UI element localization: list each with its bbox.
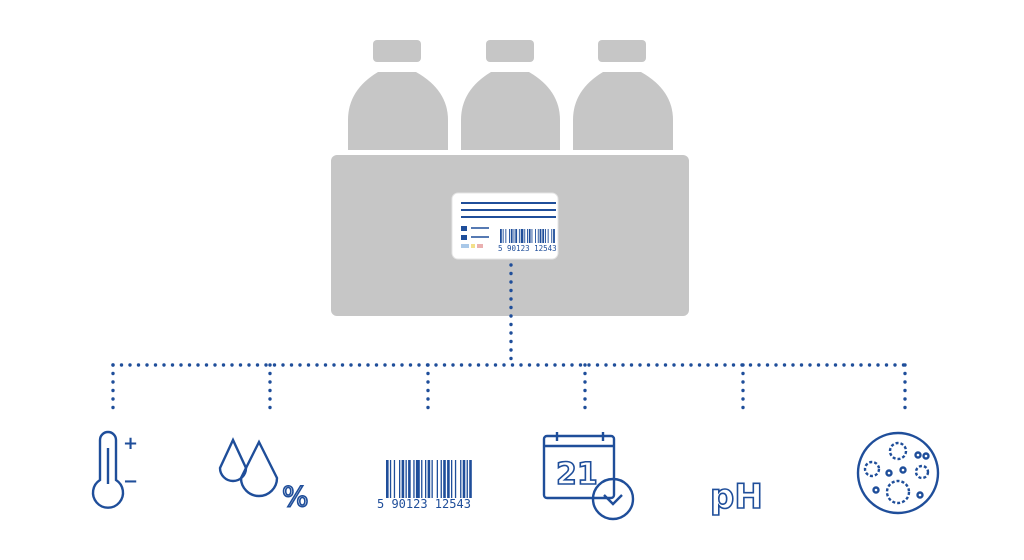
bottle xyxy=(348,40,448,150)
barcode-bar xyxy=(500,229,502,243)
barcode-bar xyxy=(510,229,513,243)
barcode-bar xyxy=(454,460,457,498)
label-barcode-bars xyxy=(500,229,555,243)
barcode-bar xyxy=(528,229,531,243)
barcode-bar xyxy=(431,460,433,498)
barcode-bar xyxy=(509,229,510,243)
barcode-bar xyxy=(386,460,389,498)
barcode-bar xyxy=(539,229,542,243)
barcode-bar xyxy=(537,229,539,243)
percent-sign: % xyxy=(282,480,309,513)
microbe-icon xyxy=(856,431,940,515)
barcode-number: 5 90123 12543 xyxy=(377,497,471,511)
barcode-bar xyxy=(513,229,515,243)
barcode-bar xyxy=(427,460,431,498)
ph-text: pH xyxy=(710,477,763,517)
barcode-bar xyxy=(553,229,555,243)
barcode-bar xyxy=(502,229,504,243)
barcode-bar xyxy=(440,460,442,498)
barcode-bar xyxy=(527,229,528,243)
barcode-bar xyxy=(531,229,533,243)
calendar-day: 21 xyxy=(556,457,598,492)
barcode-icon: 5 90123 12543 xyxy=(377,460,472,511)
barcode-bar xyxy=(520,229,524,243)
barcode-bar xyxy=(551,229,553,243)
barcode-bar xyxy=(389,460,392,498)
barcode-bar xyxy=(408,460,411,498)
humidity-icon: % xyxy=(218,437,309,514)
barcode-bar xyxy=(547,229,549,243)
bottle xyxy=(461,40,560,150)
bottles xyxy=(348,40,673,150)
barcode-bar xyxy=(535,229,536,243)
barcode-bar xyxy=(542,229,545,243)
barcode-bar xyxy=(436,460,438,498)
barcode-bar xyxy=(401,460,405,498)
barcode-bar xyxy=(421,460,423,498)
barcode-bars xyxy=(386,460,472,498)
barcode-bar xyxy=(518,229,520,243)
bottle xyxy=(573,40,673,150)
barcode-bar xyxy=(466,460,468,498)
barcode-bar xyxy=(515,229,518,243)
plus-sign: + xyxy=(123,433,138,454)
barcode-bar xyxy=(413,460,415,498)
barcode-bar xyxy=(524,229,526,243)
barcode-bar xyxy=(405,460,407,498)
connectors xyxy=(111,263,907,415)
barcode-bar xyxy=(460,460,462,498)
product-label: 5 90123 12543 xyxy=(451,192,559,260)
barcode-bar xyxy=(447,460,450,498)
barcode-bar xyxy=(393,460,396,498)
barcode-bar xyxy=(451,460,453,498)
label-barcode-number: 5 90123 12543 xyxy=(498,244,557,253)
barcode-bar xyxy=(415,460,420,498)
barcode-bar xyxy=(469,460,472,498)
thermometer-icon: + − xyxy=(91,430,138,509)
barcode-bar xyxy=(399,460,401,498)
barcode-bar xyxy=(505,229,507,243)
calendar-icon: 21 xyxy=(542,432,635,521)
barcode-bar xyxy=(425,460,427,498)
ph-icon: pH xyxy=(709,476,763,518)
barcode-bar xyxy=(545,229,546,243)
barcode-bar xyxy=(443,460,446,498)
barcode-bar xyxy=(462,460,466,498)
minus-sign: − xyxy=(123,471,138,492)
